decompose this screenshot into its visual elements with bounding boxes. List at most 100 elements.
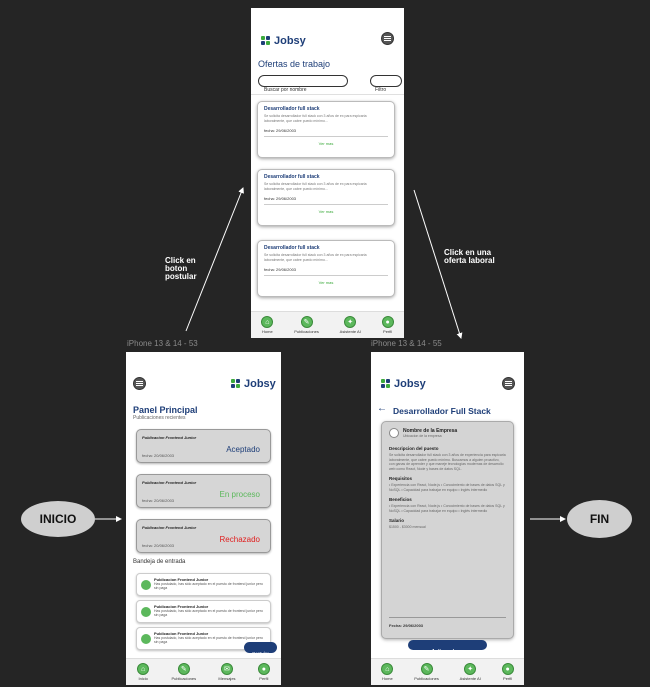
start-node: INICIO	[21, 501, 95, 537]
nav-assistant[interactable]: ✦Asistente AI	[460, 663, 481, 681]
page-subtitle: Publicaciones recientes	[133, 415, 186, 421]
status-badge: Rechazado	[219, 535, 260, 544]
detail-screen: Jobsy ← Desarrollador Full Stack Nombre …	[371, 352, 524, 685]
hamburger-menu-icon[interactable]	[502, 377, 515, 390]
inbox-title: Publicacion Frontend Junior	[154, 577, 209, 582]
offer-card[interactable]: Desarrollador full stack Se solicita des…	[257, 240, 395, 297]
arrow-to-offers	[185, 187, 244, 332]
arrow-to-detail	[413, 189, 463, 339]
nav-publications[interactable]: ✎Publicaciones	[171, 663, 196, 681]
publications-icon: ✎	[300, 316, 313, 328]
home-icon: ⌂	[137, 663, 150, 675]
section-text: • Experiencia con React, Node.js • Conoc…	[389, 483, 505, 492]
offer-card[interactable]: Desarrollador full stack Se solicita des…	[257, 101, 395, 158]
page-title: Panel Principal	[133, 405, 198, 415]
company-name: Nombre de la Empresa	[403, 428, 458, 434]
see-more-link[interactable]: Ver mas	[318, 209, 334, 214]
inbox-item[interactable]: Publicacion Frontend Junior Has postulad…	[136, 627, 271, 650]
post-status-card[interactable]: Publicacion Frontend Junior Rechazado fe…	[136, 519, 271, 553]
brand-logo: Jobsy	[381, 378, 426, 390]
hamburger-menu-icon[interactable]	[133, 377, 146, 390]
end-node: FIN	[567, 500, 632, 538]
offer-description: Se solicita desarrollador full stack con…	[264, 253, 367, 262]
nav-home[interactable]: ⌂Inicio	[137, 663, 150, 681]
offer-date: Fecha: 29/06/2003	[389, 623, 424, 628]
offer-date: fecha: 29/06/2003	[264, 196, 297, 201]
divider	[264, 136, 388, 137]
nav-profile[interactable]: ●Perfil	[257, 663, 270, 681]
detail-card: Nombre de la Empresa Ubicacion de la emp…	[381, 421, 514, 639]
post-status-card[interactable]: Publicacion Frontend Junior En proceso f…	[136, 474, 271, 508]
apply-now-label: Aplicar ahora	[431, 649, 464, 655]
inbox-title: Publicacion Frontend Junior	[154, 604, 209, 609]
inbox-description: Has postulado, has sido aceptado en el p…	[154, 636, 263, 644]
offer-date: fecha: 29/06/2003	[264, 267, 297, 272]
nav-profile[interactable]: ●Perfil	[381, 316, 394, 334]
profile-icon: ●	[257, 663, 270, 675]
nav-home[interactable]: ⌂Home	[381, 663, 394, 681]
inbox-heading: Bandeja de entrada	[133, 559, 186, 565]
post-date: fecha: 20/06/2003	[142, 453, 175, 458]
see-more-link[interactable]: Ver mas	[318, 280, 334, 285]
logo-icon	[231, 379, 241, 389]
brand-name: Jobsy	[394, 378, 426, 390]
divider	[389, 617, 506, 618]
post-date: fecha: 20/06/2003	[142, 543, 175, 548]
assistant-icon: ✦	[464, 663, 477, 675]
apply-button-label: Postular	[252, 651, 269, 656]
page-title: Desarrollador Full Stack	[393, 406, 491, 416]
filter-label: Filtro	[375, 87, 387, 93]
message-icon	[141, 607, 151, 617]
offer-title: Desarrollador full stack	[264, 245, 320, 251]
apply-button[interactable]: Postular	[244, 642, 277, 656]
profile-icon: ●	[501, 663, 514, 675]
status-badge: En proceso	[219, 490, 260, 499]
message-icon	[141, 634, 151, 644]
company-location: Ubicacion de la empresa	[403, 434, 442, 438]
offer-description: Se solicita desarrollador full stack con…	[264, 114, 367, 123]
bottom-nav: ⌂Inicio ✎Publicaciones ✉Mensajes ●Perfil	[126, 658, 281, 685]
apply-now-button[interactable]: Aplicar ahora	[408, 640, 487, 655]
hamburger-menu-icon[interactable]	[381, 32, 394, 45]
offer-title: Desarrollador full stack	[264, 174, 320, 180]
company-logo-icon	[389, 428, 399, 438]
nav-publications[interactable]: ✎Publicaciones	[294, 316, 319, 334]
logo-icon	[261, 36, 271, 46]
panel-screen: Jobsy Panel Principal Publicaciones reci…	[126, 352, 281, 685]
status-badge: Aceptado	[226, 445, 260, 454]
offer-description: Se solicita desarrollador full stack con…	[264, 182, 367, 191]
bottom-nav: ⌂Home ✎Publicaciones ✦Asistente AI ●Perf…	[371, 658, 524, 685]
messages-icon: ✉	[220, 663, 233, 675]
nav-assistant[interactable]: ✦Asistente AI	[340, 316, 361, 334]
see-more-link[interactable]: Ver mas	[318, 141, 334, 146]
frame-label-right: iPhone 13 & 14 - 55	[371, 339, 442, 348]
search-input[interactable]: Buscar por nombre	[258, 75, 348, 93]
section-text: $1500 - $3000 mensual	[389, 525, 426, 529]
home-icon: ⌂	[261, 316, 274, 328]
inbox-title: Publicacion Frontend Junior	[154, 631, 209, 636]
offer-title: Desarrollador full stack	[264, 106, 320, 112]
section-heading: Requisitos	[389, 476, 413, 481]
nav-publications[interactable]: ✎Publicaciones	[414, 663, 439, 681]
divider	[264, 275, 388, 276]
nav-profile[interactable]: ●Perfil	[501, 663, 514, 681]
section-heading: Beneficios	[389, 497, 412, 502]
nav-home[interactable]: ⌂Home	[261, 316, 274, 334]
publications-icon: ✎	[420, 663, 433, 675]
nav-messages[interactable]: ✉Mensajes	[218, 663, 236, 681]
post-date: fecha: 20/06/2003	[142, 498, 175, 503]
offer-card[interactable]: Desarrollador full stack Se solicita des…	[257, 169, 395, 226]
publications-icon: ✎	[177, 663, 190, 675]
home-icon: ⌂	[381, 663, 394, 675]
profile-icon: ●	[381, 316, 394, 328]
assistant-icon: ✦	[344, 316, 357, 328]
header-divider	[251, 94, 404, 95]
back-arrow-icon[interactable]: ←	[377, 403, 387, 414]
logo-icon	[381, 379, 391, 389]
section-heading: Salario	[389, 518, 405, 523]
post-status-card[interactable]: Publicacion Frontend Junior Aceptado fec…	[136, 429, 271, 463]
inbox-item[interactable]: Publicacion Frontend Junior Has postulad…	[136, 573, 271, 596]
filter-button[interactable]: Filtro	[370, 75, 402, 93]
inbox-item[interactable]: Publicacion Frontend Junior Has postulad…	[136, 600, 271, 623]
message-icon	[141, 580, 151, 590]
